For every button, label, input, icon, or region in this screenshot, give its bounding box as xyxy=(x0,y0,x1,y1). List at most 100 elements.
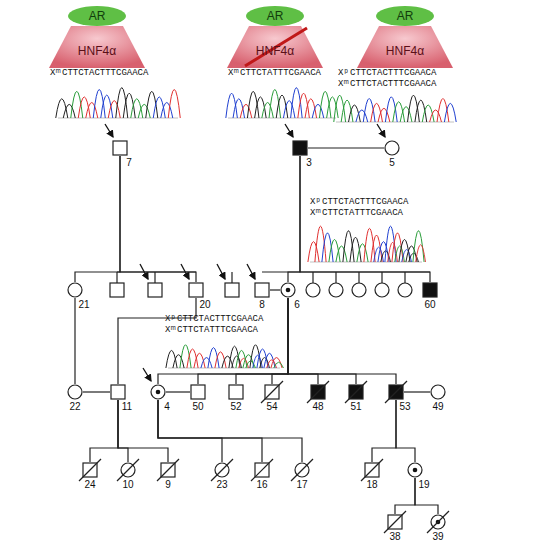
female-individual: 6 xyxy=(280,282,296,298)
node-shape xyxy=(67,384,83,400)
chromatogram-peak xyxy=(274,362,284,368)
individual-number: 49 xyxy=(432,401,443,412)
pedigree-line xyxy=(272,298,288,384)
chromatogram-peak xyxy=(444,103,456,122)
node-shape xyxy=(422,282,438,298)
chromatogram-peak xyxy=(173,355,184,368)
chromatogram-baseline xyxy=(310,262,422,263)
male-individual: 24 xyxy=(82,462,98,478)
protein-name: AR xyxy=(246,6,304,26)
pedigree-line xyxy=(288,298,318,384)
chromatogram-peak xyxy=(416,245,426,262)
female-individual: 39 xyxy=(430,514,446,530)
chromatogram-peak xyxy=(63,104,75,118)
chromatogram-peak xyxy=(222,356,233,368)
female-individual: 4 xyxy=(150,384,166,400)
individual-number: 23 xyxy=(216,479,227,490)
pedigree-line xyxy=(396,400,415,462)
male-individual: 20 xyxy=(188,282,204,298)
node-shape xyxy=(310,384,326,400)
individual-number: 11 xyxy=(122,401,132,412)
receptor-ellipse: AR xyxy=(376,6,434,26)
individual-number: 7 xyxy=(126,157,132,168)
protein-name: AR xyxy=(68,6,126,26)
node-shape xyxy=(292,140,308,156)
pedigree-line xyxy=(372,400,396,462)
individual-number: 24 xyxy=(84,479,95,490)
female-individual: 22 xyxy=(67,384,83,400)
pedigree-line xyxy=(120,156,196,282)
male-individual: 48 xyxy=(310,384,326,400)
dna-sequence: CTTCTATTTCGAACA xyxy=(322,208,403,218)
node-shape xyxy=(188,282,204,298)
pedigree-line xyxy=(90,400,118,462)
node-shape xyxy=(214,462,230,478)
female-individual: 5 xyxy=(384,140,400,156)
individual-number: 6 xyxy=(294,299,300,310)
allele-label: Xᵐ xyxy=(310,208,321,218)
allele-label: Xᵐ xyxy=(165,325,176,335)
individual-number: 60 xyxy=(424,299,435,310)
node-shape xyxy=(430,384,446,400)
individual-number: 3 xyxy=(306,157,312,168)
pedigree-line xyxy=(404,391,430,392)
chromatogram-peak xyxy=(240,104,252,118)
pedigree-line xyxy=(288,298,396,384)
node-shape xyxy=(430,514,446,530)
node-shape xyxy=(120,462,136,478)
chromatogram-baseline xyxy=(336,122,454,123)
male-individual: 51 xyxy=(348,384,364,400)
chromatogram-peak xyxy=(168,89,180,118)
protein-name: HNF4α xyxy=(357,26,453,72)
female-individual: 21 xyxy=(67,282,83,298)
male-individual: 16 xyxy=(254,462,270,478)
individual-number: 20 xyxy=(199,299,210,310)
pedigree-line xyxy=(158,400,222,462)
female-individual: 10 xyxy=(120,462,136,478)
female-individual: 49 xyxy=(430,384,446,400)
node-shape xyxy=(264,384,280,400)
cofactor-trapezoid: HNF4α xyxy=(49,26,145,68)
proband-arrows xyxy=(105,124,385,381)
cofactor-trapezoid: HNF4α xyxy=(227,26,323,68)
male-individual: 54 xyxy=(264,384,280,400)
chromatogram-peak xyxy=(161,103,173,118)
chromatogram-peak xyxy=(308,242,319,262)
individual-number: 19 xyxy=(418,479,429,490)
chromatogram-peak xyxy=(378,108,390,122)
chromatogram-peak xyxy=(336,246,347,262)
pedigree-line xyxy=(288,156,300,282)
female-individual: 23 xyxy=(214,462,230,478)
individual-number: 51 xyxy=(350,401,361,412)
node-shape xyxy=(82,462,98,478)
node-shape xyxy=(348,384,364,400)
node-shape xyxy=(407,462,423,478)
chromatogram-peak xyxy=(283,101,295,118)
node-shape xyxy=(254,282,270,298)
pedigree-line xyxy=(236,298,288,384)
male-individual: 60 xyxy=(422,282,438,298)
chromatogram-peak xyxy=(312,104,324,118)
pedigree-line xyxy=(308,147,384,148)
male-individual: 11 xyxy=(110,384,126,400)
pedigree-line xyxy=(158,400,262,462)
individual-number: 48 xyxy=(312,401,323,412)
node-shape xyxy=(254,462,270,478)
node-shape xyxy=(384,140,400,156)
unlabeled-individuals xyxy=(110,283,412,297)
protein-name: HNF4α xyxy=(227,26,323,72)
individual-number: 52 xyxy=(230,401,241,412)
individual-number: 8 xyxy=(259,299,265,310)
individual-number: 10 xyxy=(122,479,133,490)
node-shape xyxy=(387,514,403,530)
pedigree-line xyxy=(83,391,110,392)
pedigree-line xyxy=(415,478,438,514)
allele-label: Xᵖ xyxy=(338,68,349,78)
dna-sequence: CTTCTACTTTCGAACA xyxy=(62,68,148,78)
chromatogram-peak xyxy=(86,103,98,118)
node-shape xyxy=(364,462,380,478)
pedigree-line xyxy=(74,298,75,384)
individual-number: 21 xyxy=(78,299,89,310)
male-individual: 18 xyxy=(364,462,380,478)
chromatogram-peak xyxy=(262,103,274,118)
